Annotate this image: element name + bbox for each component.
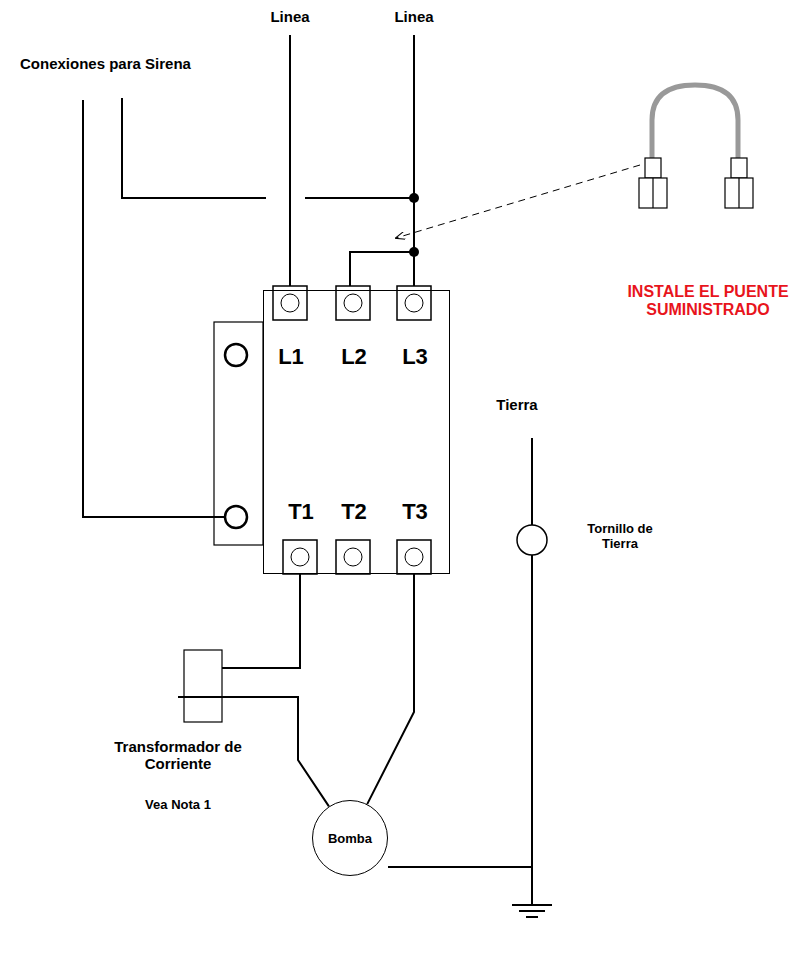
ground-symbol [526, 916, 538, 918]
current-transformer [184, 650, 222, 722]
terminal-screws [273, 286, 431, 574]
line-label: Linea [394, 8, 433, 25]
ground-symbol [519, 910, 545, 912]
terminal-label: L2 [341, 346, 367, 368]
motor-wire [367, 574, 414, 804]
terminal-label: T3 [402, 501, 428, 523]
junction-dot [409, 247, 419, 257]
ground-symbol [512, 904, 552, 906]
siren-wire [122, 98, 266, 198]
leader-line [396, 165, 640, 238]
pump-ground-wire [388, 866, 532, 868]
siren-wire [83, 100, 224, 517]
terminal-label: T2 [341, 501, 367, 523]
ground-wire [531, 555, 533, 905]
ct-label: Transformador de Corriente [103, 738, 253, 773]
jumper-plug [639, 158, 753, 208]
node-label: Bomba [328, 831, 372, 846]
terminal-label: L3 [402, 346, 428, 368]
aux-contact-block [214, 322, 263, 545]
pump-circle: Bomba [312, 800, 388, 876]
jumper-icon [652, 85, 738, 160]
ground-wire [531, 438, 533, 525]
siren-wire [305, 197, 414, 199]
terminal-label: L1 [278, 346, 304, 368]
aux-terminal [225, 344, 247, 366]
aux-terminal [225, 506, 247, 528]
siren-label: Conexiones para Sirena [20, 55, 191, 72]
junction-dot [409, 193, 419, 203]
ground-screw-label: Tornillo de Tierra [575, 522, 665, 552]
jumper-wire [350, 252, 414, 286]
instruction-note: INSTALE EL PUENTE SUMINISTRADO [623, 283, 793, 320]
contactor: L1 L2 L3T1 T2 T3 [263, 290, 450, 574]
ground-label: Tierra [496, 396, 537, 413]
line-wire [289, 35, 291, 286]
note-reference: Vea Nota 1 [145, 798, 211, 813]
ground-screw [517, 525, 547, 555]
terminal-label: T1 [288, 501, 314, 523]
line-label: Linea [270, 8, 309, 25]
